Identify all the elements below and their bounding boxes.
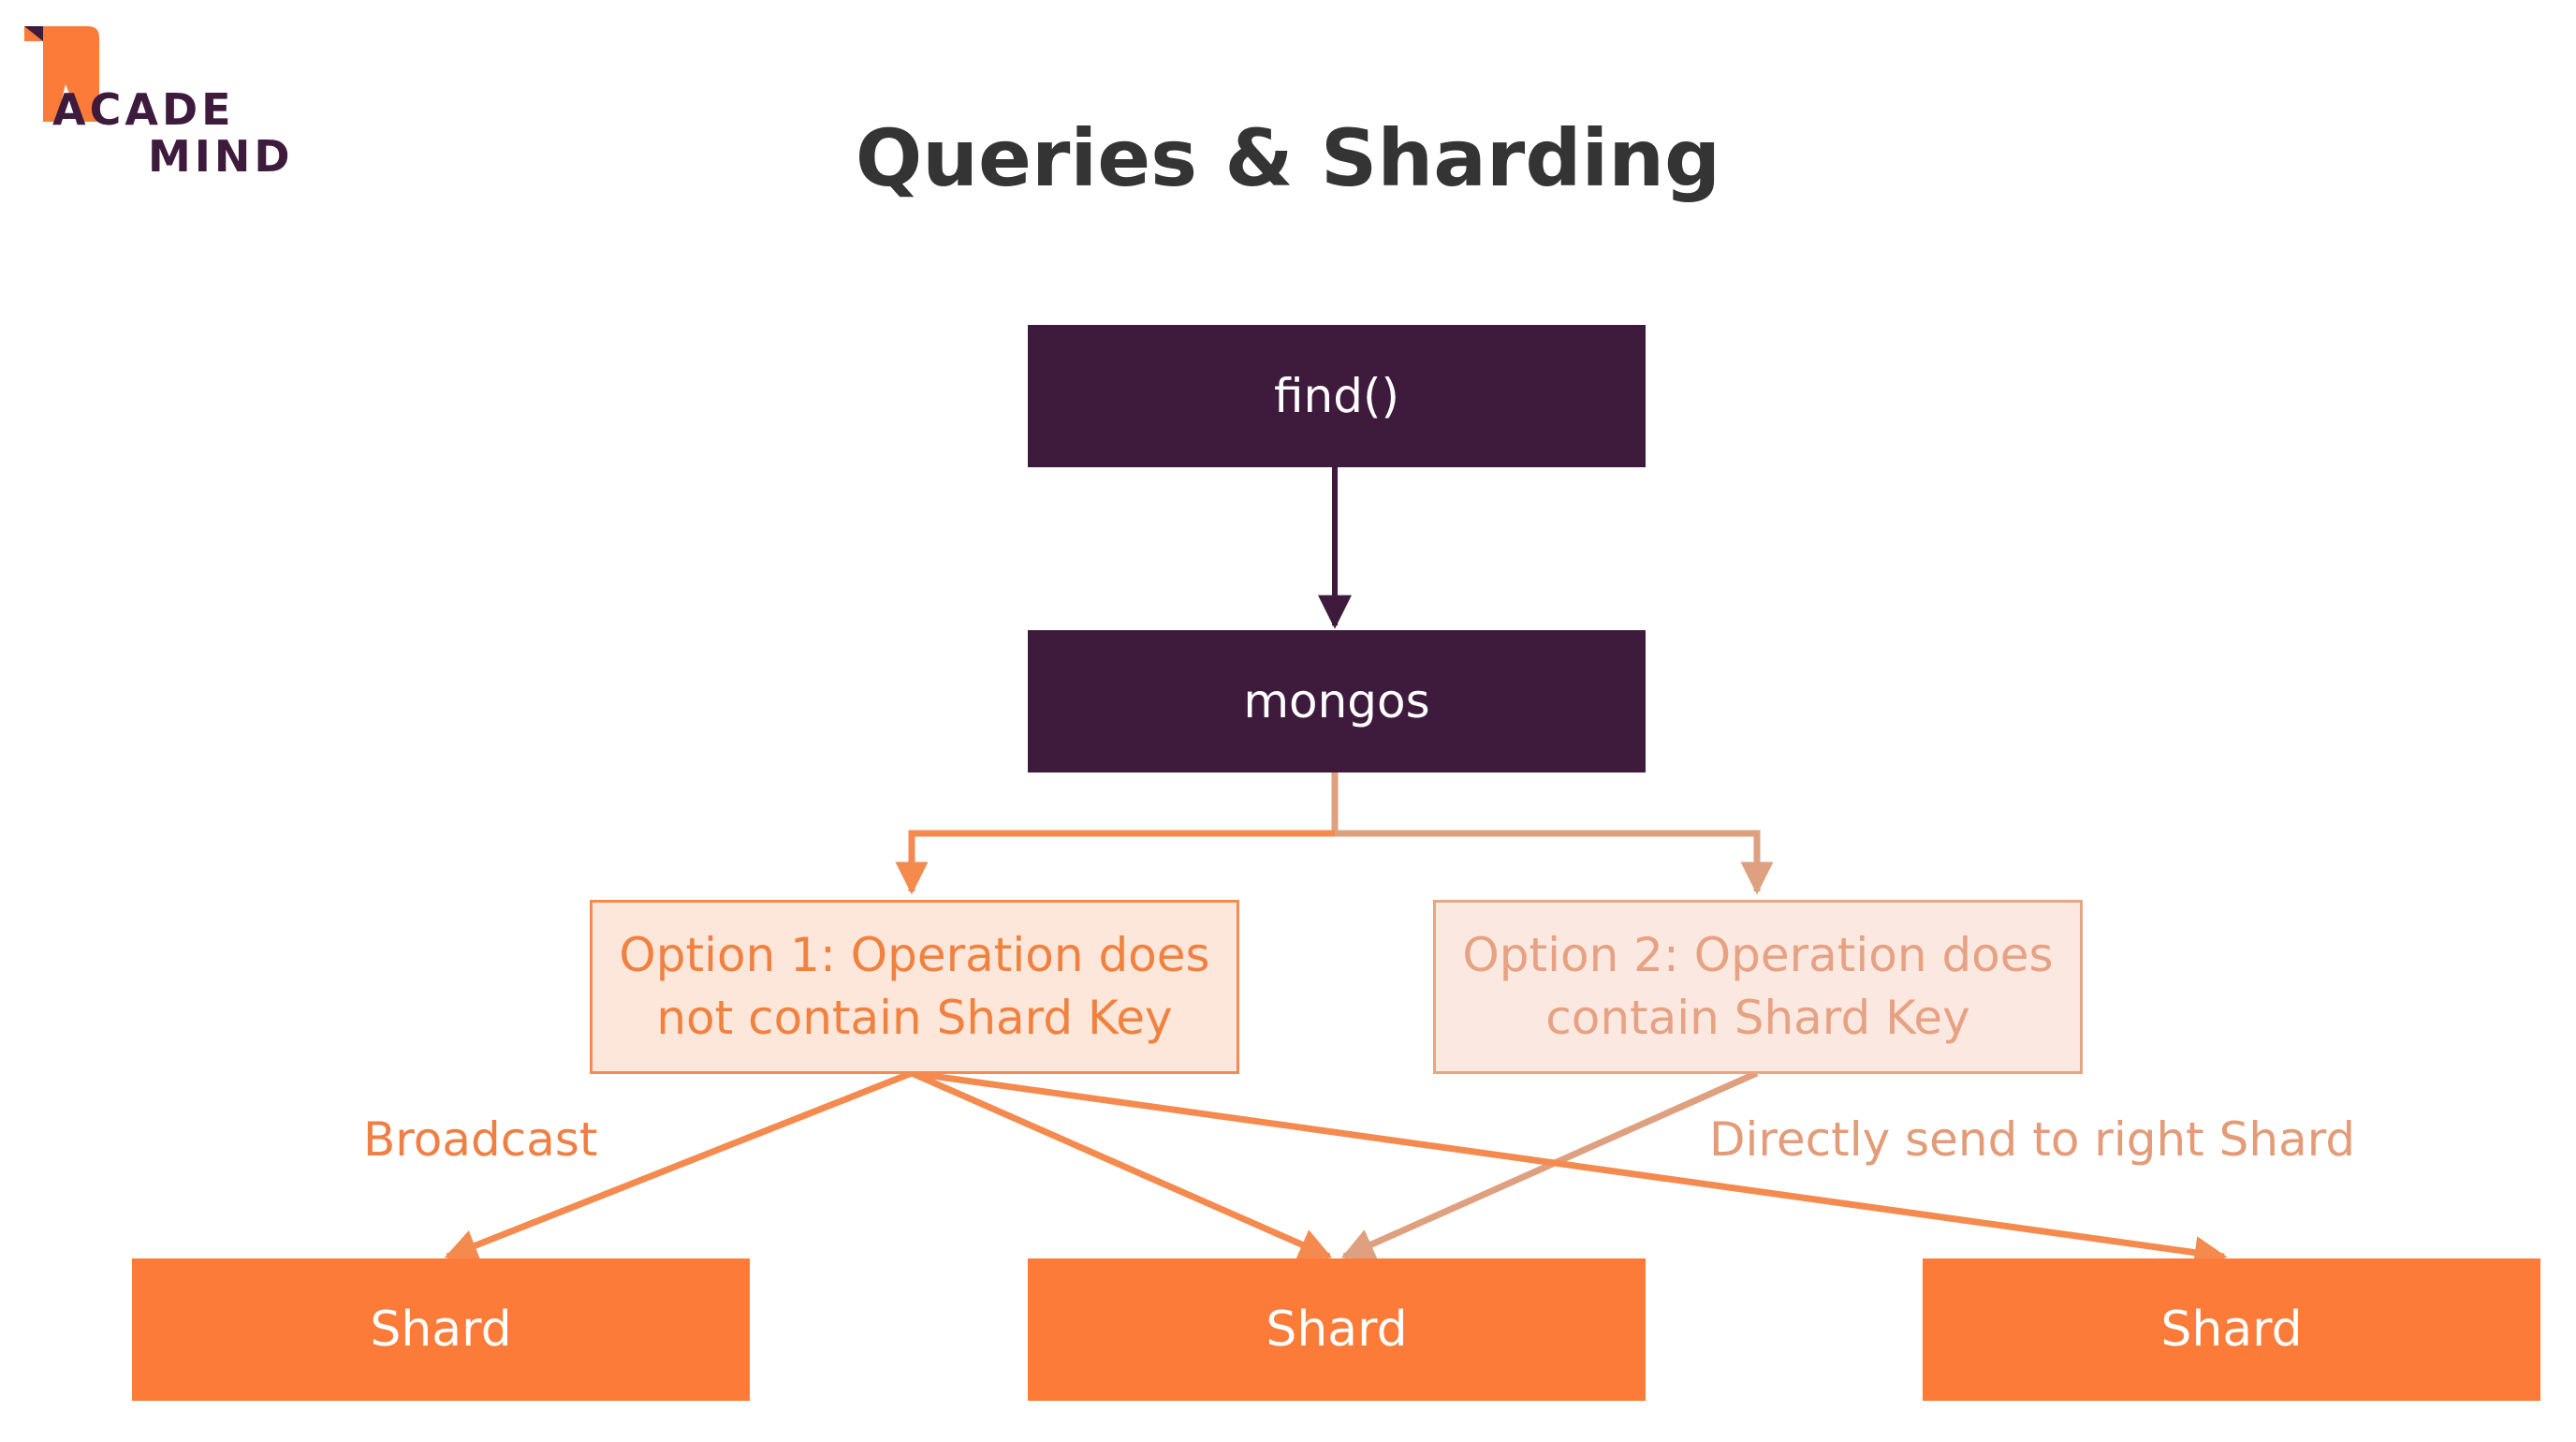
shard-node-3-label: Shard	[2160, 1302, 2303, 1358]
shard-node-2-label: Shard	[1266, 1302, 1408, 1358]
logo-text-mind: MIND	[148, 131, 294, 182]
broadcast-label: Broadcast	[363, 1112, 598, 1167]
find-node-label: find()	[1274, 369, 1399, 423]
academind-logo: ACADE MIND	[19, 19, 300, 187]
arrow-mongos-to-option1	[895, 830, 1335, 895]
logo-text-acade: ACADE	[52, 84, 235, 135]
option2-node-label: Option 2: Operation does contain Shard K…	[1462, 927, 2054, 1046]
shard-node-1-label: Shard	[370, 1302, 512, 1358]
arrow-option1-to-shard-2	[910, 1069, 1333, 1260]
direct-send-label: Directly send to right Shard	[1709, 1112, 2356, 1167]
arrow-option1-to-shard-3	[911, 1069, 2228, 1269]
mongos-node-label: mongos	[1243, 674, 1430, 728]
find-node: find()	[1028, 325, 1646, 467]
option1-node-label: Option 1: Operation does not contain Sha…	[619, 927, 1210, 1046]
arrow-option1-to-shard-1	[444, 1069, 914, 1261]
logo-mark-icon	[24, 26, 99, 122]
shard-node-3: Shard	[1923, 1258, 2540, 1401]
page-title: Queries & Sharding	[855, 112, 1721, 204]
shard-node-1: Shard	[132, 1258, 750, 1401]
option2-node: Option 2: Operation does contain Shard K…	[1433, 900, 2083, 1074]
option1-node: Option 1: Operation does not contain Sha…	[590, 900, 1239, 1074]
mongos-node: mongos	[1028, 630, 1646, 772]
shard-node-2: Shard	[1028, 1258, 1646, 1401]
arrow-mongos-to-option2	[1335, 830, 1774, 895]
